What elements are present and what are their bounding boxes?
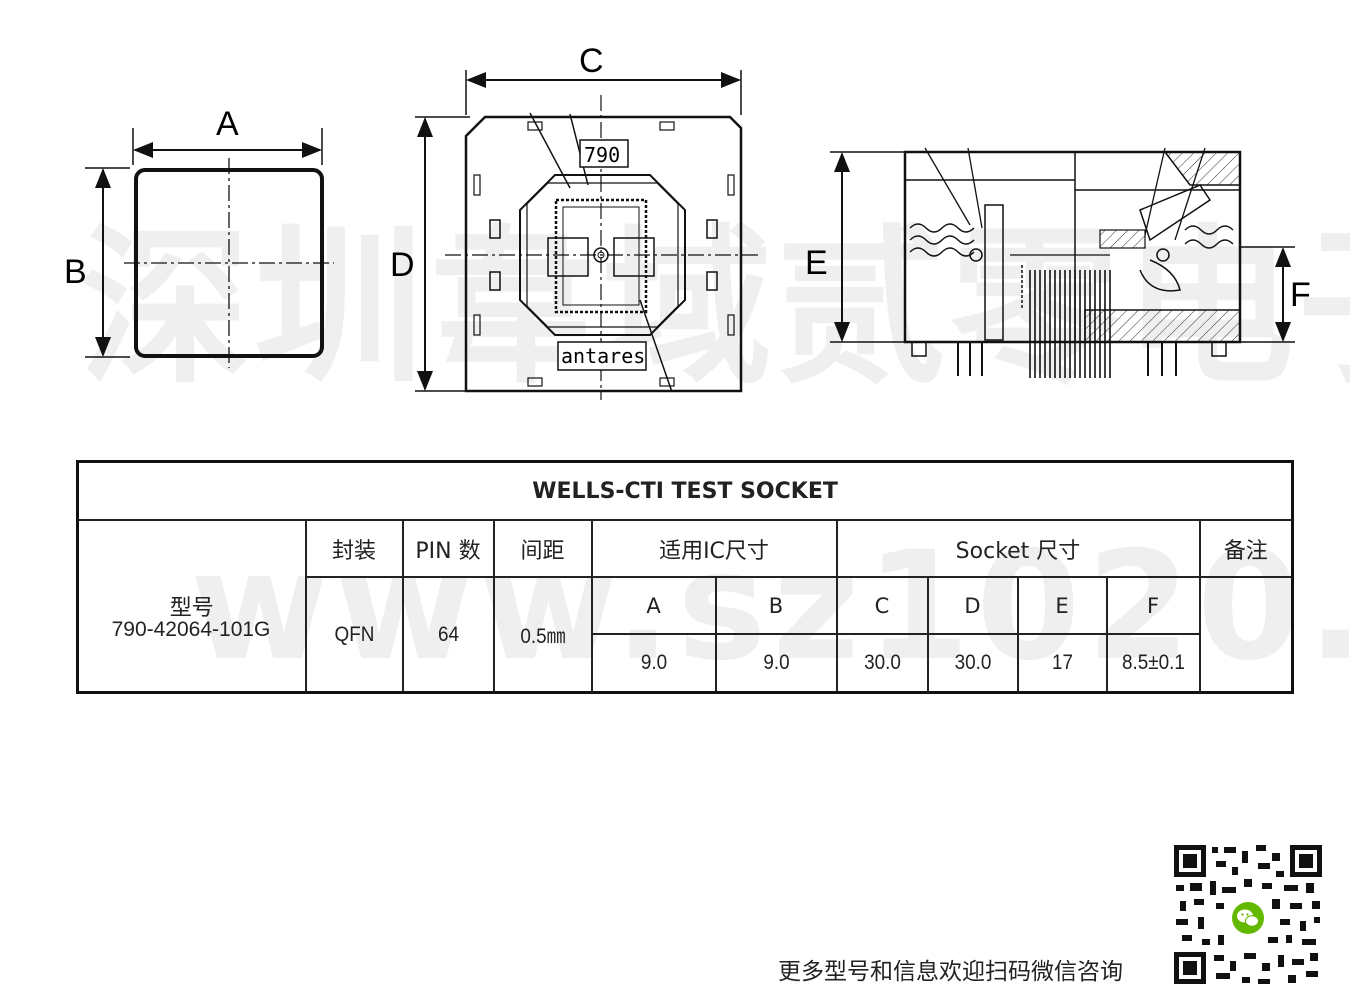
footer-note: 更多型号和信息欢迎扫码微信咨询 bbox=[778, 959, 1123, 985]
subheader-c: C bbox=[835, 576, 929, 635]
socket-drawings: A B C D 790 bbox=[64, 42, 1311, 400]
header-remark: 备注 bbox=[1198, 519, 1294, 578]
value-e: 17 bbox=[1021, 633, 1103, 694]
cell-package: QFN bbox=[309, 576, 399, 694]
marking-790: 790 bbox=[584, 143, 620, 167]
header-pitch: 间距 bbox=[492, 519, 593, 578]
cell-pitch: 0.5㎜ bbox=[497, 576, 588, 694]
value-d: 30.0 bbox=[931, 633, 1014, 694]
label-e: E bbox=[805, 244, 828, 282]
cell-model: 790-42064-101G bbox=[111, 618, 271, 641]
label-c: C bbox=[579, 42, 604, 80]
label-f: F bbox=[1290, 276, 1311, 314]
subheader-f: F bbox=[1105, 576, 1201, 635]
header-model-label: 型号 bbox=[169, 596, 214, 621]
label-a: A bbox=[216, 105, 239, 143]
socket-top-view bbox=[415, 70, 760, 400]
value-b: 9.0 bbox=[720, 633, 832, 694]
subheader-a: A bbox=[590, 576, 717, 635]
subheader-e: E bbox=[1016, 576, 1108, 635]
subheader-d: D bbox=[926, 576, 1019, 635]
cell-pin-count: 64 bbox=[406, 576, 490, 694]
subheader-b: B bbox=[714, 576, 838, 635]
marking-antares: antares bbox=[561, 344, 645, 368]
socket-side-view bbox=[830, 147, 1295, 378]
qr-code-icon[interactable] bbox=[1172, 843, 1324, 986]
label-b: B bbox=[64, 253, 87, 291]
header-pin-count: PIN 数 bbox=[401, 519, 495, 578]
header-socket-size: Socket 尺寸 bbox=[835, 519, 1201, 578]
spec-table: WELLS-CTI TEST SOCKET 型号 封装 PIN 数 间距 适用I… bbox=[76, 460, 1295, 694]
cell-remark bbox=[1198, 576, 1294, 694]
label-d: D bbox=[390, 246, 415, 284]
ic-outline-drawing bbox=[85, 128, 334, 368]
value-c: 30.0 bbox=[840, 633, 924, 694]
header-ic-size: 适用IC尺寸 bbox=[590, 519, 838, 578]
value-f: 8.5±0.1 bbox=[1110, 633, 1196, 694]
table-title: WELLS-CTI TEST SOCKET bbox=[76, 460, 1294, 521]
header-model: 型号 bbox=[76, 519, 307, 694]
wechat-icon bbox=[1229, 899, 1267, 937]
header-package: 封装 bbox=[304, 519, 404, 578]
value-a: 9.0 bbox=[596, 633, 711, 694]
